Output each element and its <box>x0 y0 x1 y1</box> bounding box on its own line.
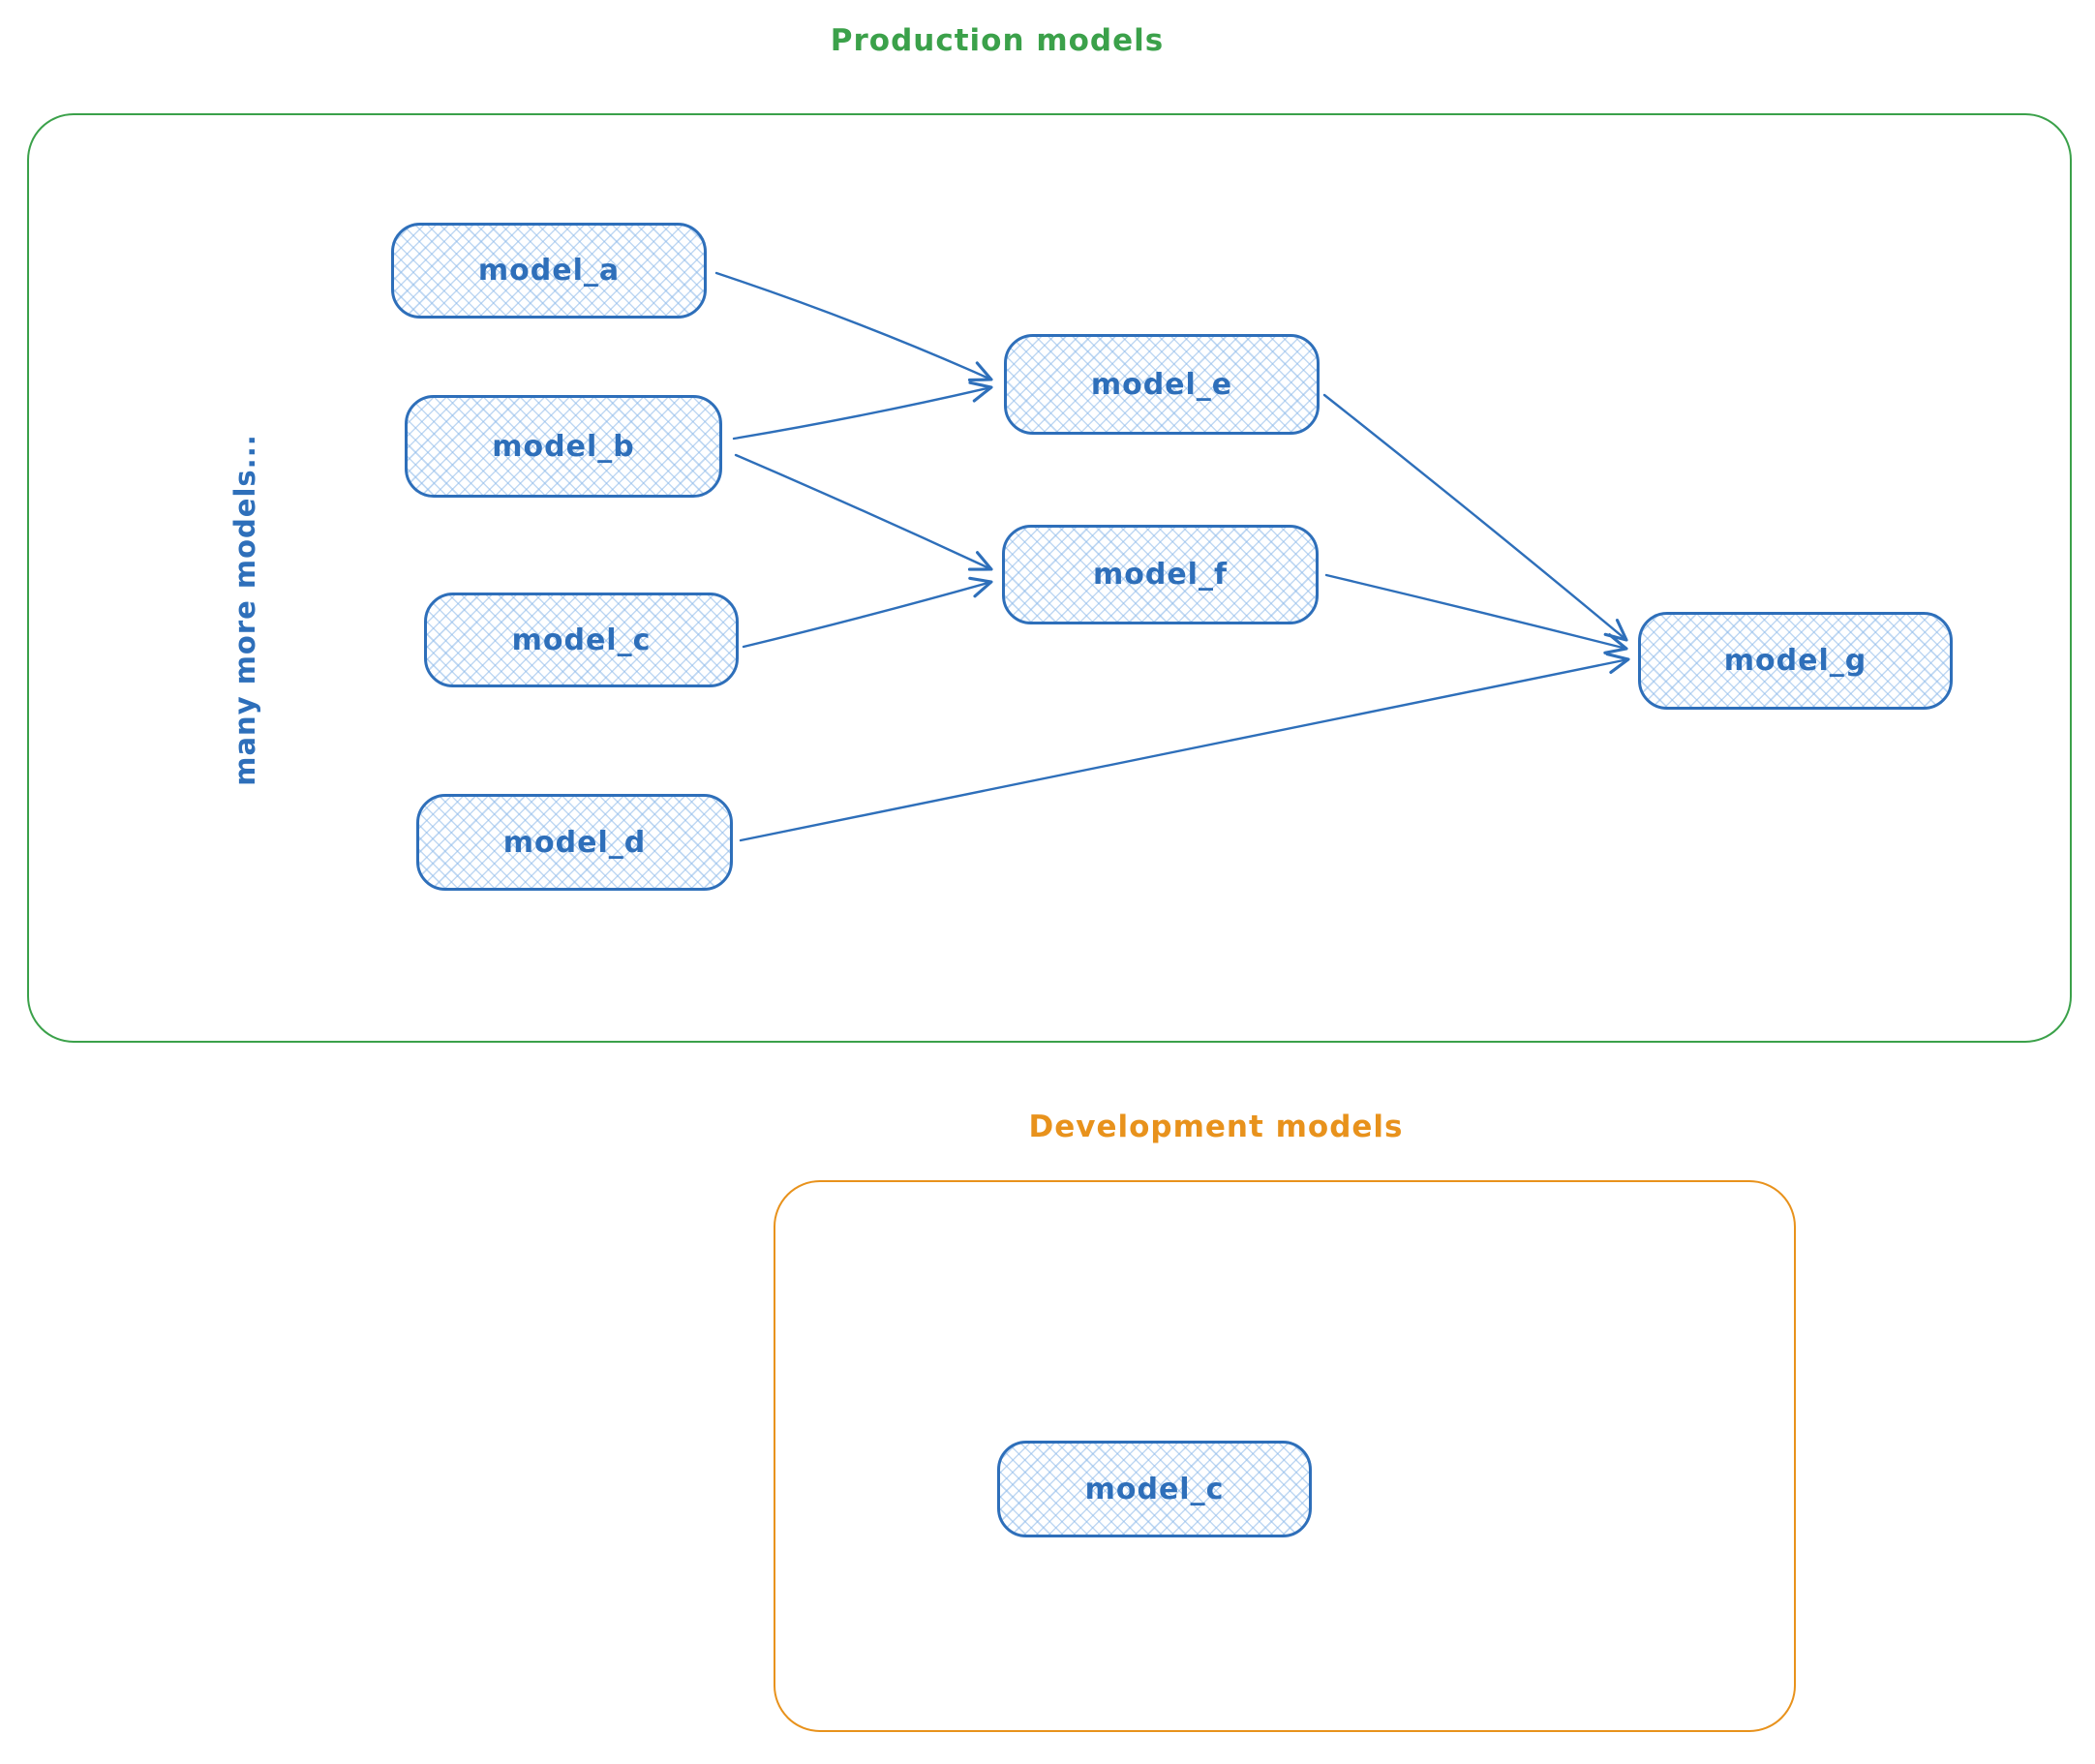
node-label: model_b <box>492 429 635 464</box>
node-model-c-dev: model_c <box>997 1441 1312 1537</box>
node-model-g: model_g <box>1638 612 1953 710</box>
node-model-a: model_a <box>391 223 707 319</box>
node-model-c: model_c <box>424 593 739 687</box>
node-label: model_a <box>477 254 621 288</box>
production-models-container <box>27 113 2072 1043</box>
development-models-container <box>774 1180 1796 1732</box>
node-label: model_e <box>1090 367 1233 402</box>
node-model-b: model_b <box>405 395 722 498</box>
production-models-title: Production models <box>830 23 1165 58</box>
node-label: model_g <box>1723 644 1867 678</box>
node-label: model_f <box>1092 558 1229 592</box>
node-model-e: model_e <box>1004 334 1320 435</box>
many-more-models-note: many more models... <box>228 434 261 786</box>
development-models-title: Development models <box>1028 1110 1404 1144</box>
node-label: model_d <box>502 825 647 860</box>
node-label: model_c <box>1084 1472 1225 1506</box>
node-model-f: model_f <box>1002 525 1319 624</box>
node-model-d: model_d <box>416 794 733 891</box>
node-label: model_c <box>511 623 652 657</box>
